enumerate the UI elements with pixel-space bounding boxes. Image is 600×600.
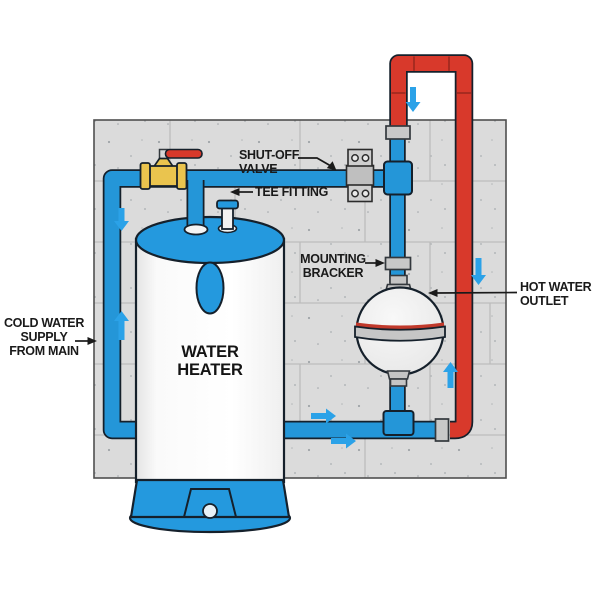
tee-fitting-arrowhead-icon [230,188,240,196]
water-heater-tank [128,215,292,534]
tee-fitting-label: TEE FITTING [255,185,328,199]
expansion-tank [354,256,446,387]
mounting-bracket-label: MOUNTING BRACKER [288,252,378,280]
label-line: BRACKER [302,266,364,280]
label-pointers [75,157,518,345]
clamp-middle [345,164,375,187]
flow-arrow-right-icon [331,433,356,449]
label-line: COLD WATER [3,316,85,330]
tank-front-oval [195,261,225,315]
tee-fittings [382,160,415,436]
cold-water-arrowhead-icon [87,337,97,345]
tank-lid [134,215,286,265]
water-heater-label: WATER HEATER [150,343,270,379]
lower-tee-fitting [382,410,415,436]
flow-arrows [114,87,486,449]
hot-pipe [391,56,472,438]
label-line: SUPPLY [20,330,68,344]
label-line: WATER [181,343,239,361]
shutoff-valve-arrowhead-icon [326,161,337,171]
label-line: HEATER [177,360,243,379]
cold-water-supply-label: COLD WATER SUPPLY FROM MAIN [3,316,85,358]
shutoff-valve-leader [298,157,331,167]
flow-arrow-down-icon [405,87,421,112]
mounting-bracket-arrowhead-icon [375,259,385,267]
top-fitting-cap [216,199,239,210]
flow-arrow-down-icon [471,258,486,285]
flow-arrow-down-icon [114,208,129,231]
label-line: SHUT-OFF [239,148,300,162]
red-blue-coupling [385,125,411,140]
wall-border [93,119,507,479]
base-access-panel [182,488,238,518]
bottom-right-coupling [434,418,450,442]
valve-left-flange [139,162,151,190]
clamp-screws [351,154,370,198]
flow-arrow-right-icon [311,408,336,424]
label-line: OUTLET [520,294,569,308]
pipe-couplings [385,125,450,442]
shutoff-valve-label: SHUT-OFF VALVE [239,148,299,176]
tank-inlet [183,180,209,236]
hot-water-pipe [389,54,474,440]
mounting-bracket-collar [384,256,412,271]
tank-base-band [129,478,291,519]
elbow-ridges [391,56,471,94]
label-line: FROM MAIN [9,344,79,358]
valve-body [146,165,181,187]
hot-water-outlet-label: HOT WATER OUTLET [520,280,592,308]
sphere-red-stripe [356,322,444,330]
tank-top-fitting [216,199,239,234]
valve-handle [164,148,203,159]
flow-arrow-up-icon [114,311,129,340]
sphere-bottom-fitting [386,370,411,387]
pipe-clamp-bracket [345,148,375,203]
label-line: HOT WATER [520,280,592,294]
hot-water-outlet-leader [435,291,518,294]
valve-right-flange [176,162,188,190]
flow-arrow-up-icon [443,362,458,388]
label-line: TEE FITTING [255,185,329,199]
sphere-band [354,325,446,342]
shutoff-valve [139,148,203,190]
label-line: VALVE [239,162,278,176]
hot-water-outlet-arrowhead-icon [428,289,438,297]
upper-tee-fitting [383,160,413,196]
base-panel-bolt [202,503,218,519]
top-fitting-stem [221,206,234,230]
inlet-flange [183,223,209,236]
label-line: MOUNTING [300,252,366,266]
